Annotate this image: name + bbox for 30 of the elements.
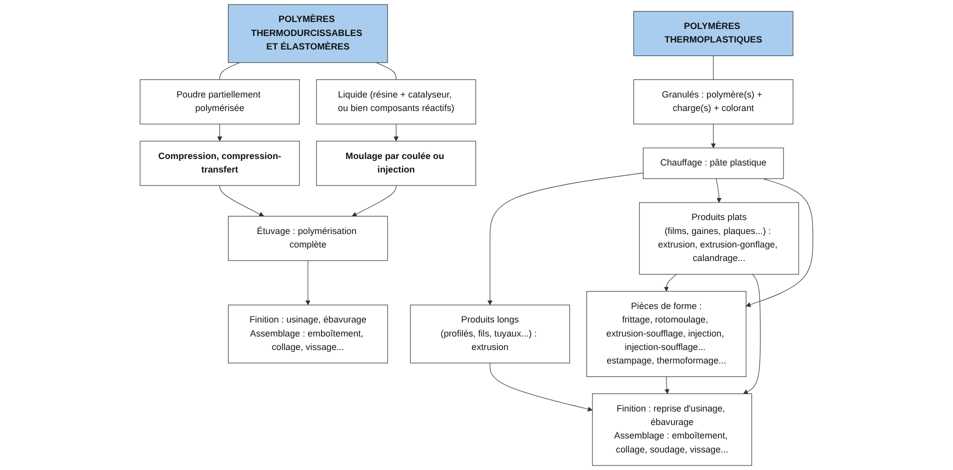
arrow	[716, 178, 722, 203]
connector	[713, 55, 714, 80]
node-box: Finition : usinage, ébavurage Assemblage : emboîtement, collage, vissage...	[228, 304, 388, 364]
arrow	[305, 260, 310, 306]
arrow	[710, 124, 716, 148]
arrow	[394, 124, 399, 142]
node-box: Produits plats (films, gaines, plaques...) : extrusion, extrusion-gonflage, calandrage...	[639, 202, 799, 275]
node-box: Compression, compression-transfert	[140, 140, 300, 186]
connector	[376, 62, 396, 80]
node-box: Poudre partiellement polymérisée	[140, 79, 300, 124]
arrow	[219, 185, 264, 216]
node-box: Liquide (résine + catalyseur, ou bien composants réactifs)	[316, 79, 476, 124]
node-box: Chauffage : pâte plastique	[642, 148, 784, 179]
arrow	[664, 274, 677, 292]
node-box: Pièces de forme : frittage, rotomoulage, extrusion-soufflage, injection, injection-soufflage... estampage, thermoformage...	[586, 291, 746, 377]
arrow	[664, 376, 670, 394]
arrow	[746, 178, 814, 308]
connector	[219, 62, 240, 80]
arrow	[217, 124, 222, 142]
arrow	[743, 274, 761, 394]
node-box: Finition : reprise d'usinage, ébavurage Assemblage : emboîtement, collage, soudage, vissage...	[592, 393, 752, 466]
arrow	[490, 362, 593, 412]
node-box: POLYMÈRES THERMODURCISSABLES ET ÉLASTOMÈRES	[228, 4, 388, 63]
node-box: Granulés : polymère(s) + charge(s) + colorant	[633, 79, 794, 124]
node-box: Moulage par coulée ou injection	[316, 140, 476, 186]
node-box: Produits longs (profilés, fils, tuyaux...) : extrusion	[410, 304, 570, 364]
arrow	[352, 185, 396, 216]
node-box: Étuvage : polymérisation complète	[228, 216, 388, 261]
arrow	[488, 172, 644, 306]
node-box: POLYMÈRES THERMOPLASTIQUES	[633, 11, 794, 56]
